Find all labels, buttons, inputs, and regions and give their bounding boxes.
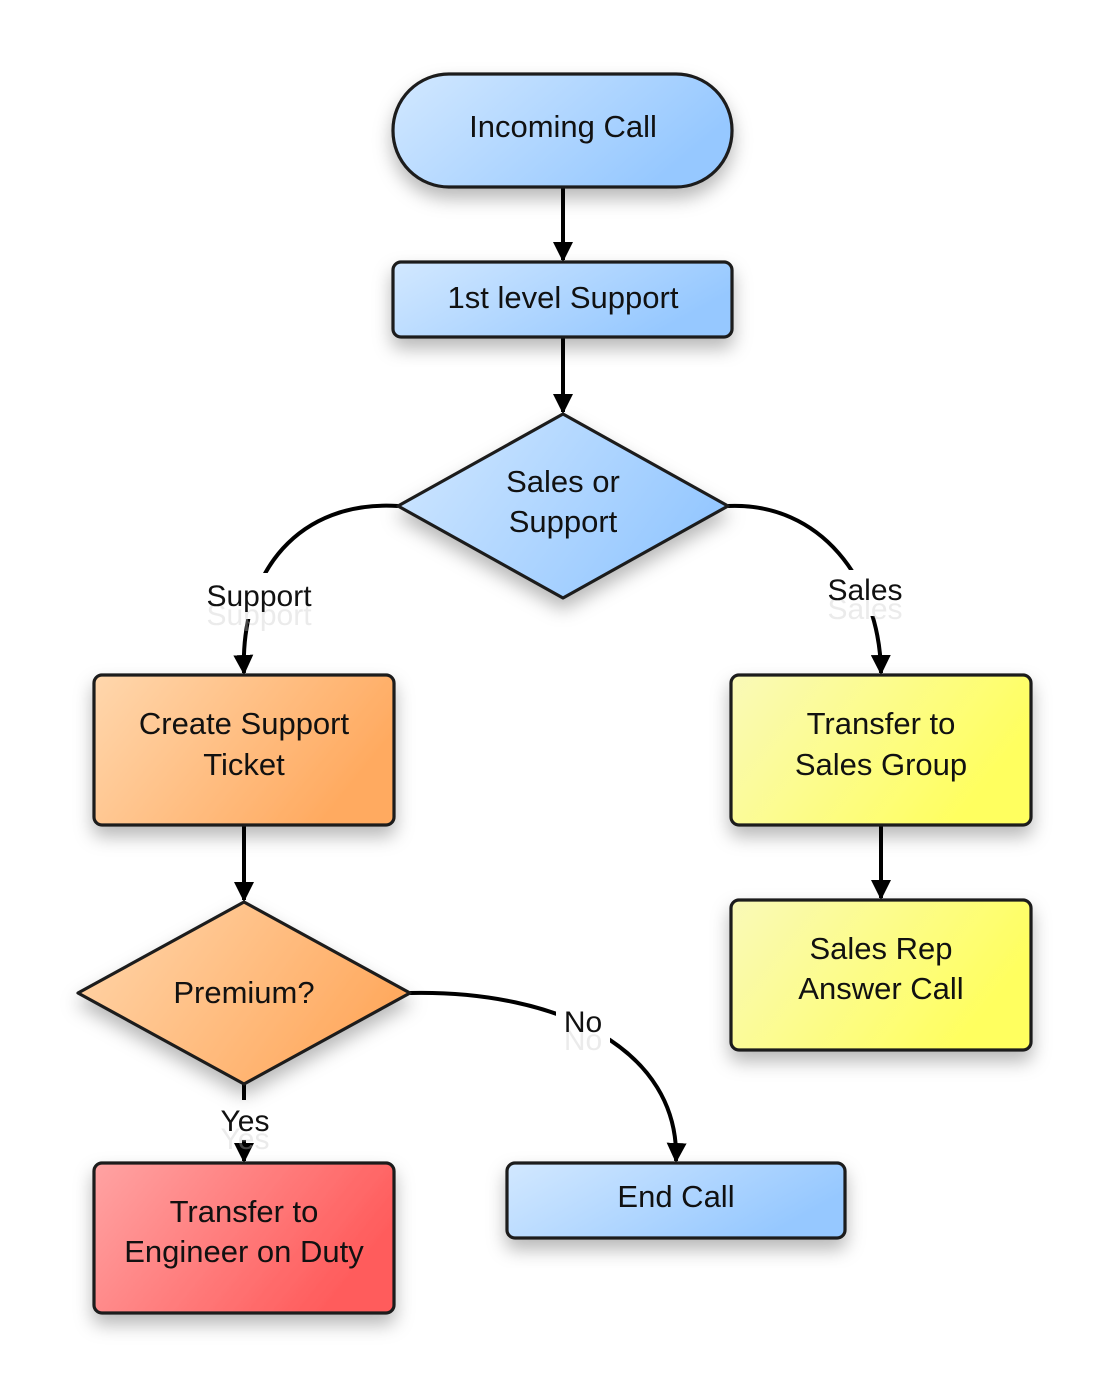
node-transfer-to-sales-group[interactable]: Transfer to Sales Group xyxy=(729,673,1033,827)
edge-label-sales: Sales Sales xyxy=(818,570,912,626)
edge-premium-to-end-call xyxy=(409,990,687,1163)
node-sales-or-support-decision[interactable]: Sales or Support xyxy=(396,412,730,600)
node-sales-rep-label-line1: Sales Rep xyxy=(809,931,952,966)
node-sales-or-support-label-line1: Sales or xyxy=(506,464,620,499)
node-premium-decision[interactable]: Premium? xyxy=(76,900,412,1086)
node-transfer-to-sales-group-label-line1: Transfer to xyxy=(807,706,956,741)
node-first-level-support[interactable]: 1st level Support xyxy=(391,260,734,339)
node-transfer-to-engineer-label-line2: Engineer on Duty xyxy=(124,1234,364,1269)
node-premium-label: Premium? xyxy=(173,975,314,1010)
svg-text:Support: Support xyxy=(206,580,312,613)
svg-text:Yes: Yes xyxy=(221,1105,270,1138)
svg-text:Sales: Sales xyxy=(827,593,902,626)
node-create-support-ticket-label-line2: Ticket xyxy=(203,747,285,782)
node-incoming-call[interactable]: Incoming Call xyxy=(391,72,734,189)
edge-decision-to-support xyxy=(233,503,399,675)
edge-label-support: Support Support xyxy=(196,573,322,632)
svg-text:No: No xyxy=(564,1006,602,1039)
svg-text:No: No xyxy=(564,1024,602,1057)
node-first-level-support-label: 1st level Support xyxy=(448,280,679,315)
node-transfer-to-engineer[interactable]: Transfer to Engineer on Duty xyxy=(92,1161,396,1315)
node-end-call-label: End Call xyxy=(617,1179,734,1214)
svg-text:Sales: Sales xyxy=(827,574,902,607)
node-transfer-to-engineer-label-line1: Transfer to xyxy=(170,1194,319,1229)
node-create-support-ticket[interactable]: Create Support Ticket xyxy=(92,673,396,827)
edge-label-no: No No xyxy=(556,1003,610,1057)
edge-decision-to-sales xyxy=(727,503,891,675)
node-create-support-ticket-label-line1: Create Support xyxy=(139,706,350,741)
node-sales-or-support-label-line2: Support xyxy=(509,504,618,539)
node-sales-rep-label-line2: Answer Call xyxy=(798,971,963,1006)
edge-label-yes: Yes Yes xyxy=(214,1100,276,1156)
node-incoming-call-label: Incoming Call xyxy=(469,109,657,144)
node-sales-rep-answer-call[interactable]: Sales Rep Answer Call xyxy=(729,898,1033,1052)
svg-text:Support: Support xyxy=(206,599,312,632)
svg-text:Yes: Yes xyxy=(221,1123,270,1156)
node-transfer-to-sales-group-label-line2: Sales Group xyxy=(795,747,967,782)
node-end-call[interactable]: End Call xyxy=(505,1161,847,1240)
